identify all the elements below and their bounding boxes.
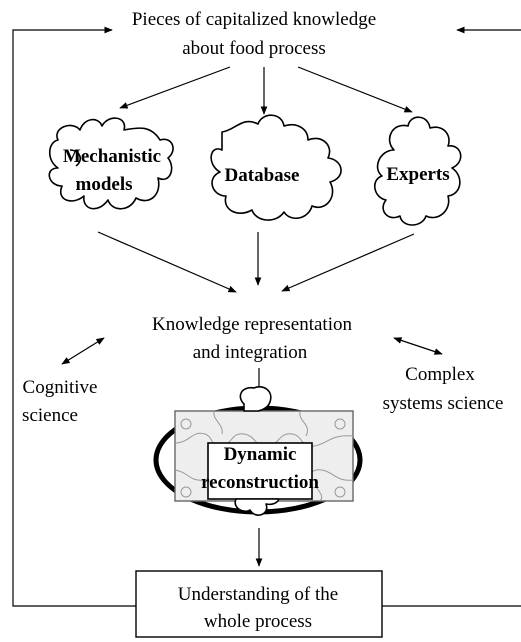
reconstruction-inner-box xyxy=(207,442,313,500)
puzzle-piece-experts xyxy=(374,116,462,226)
mechanistic-label-line-2: models xyxy=(76,174,133,195)
representation-line-2: and integration xyxy=(193,342,308,363)
understanding-box xyxy=(135,570,383,638)
feedback-loop-left xyxy=(12,26,136,607)
experts-label: Experts xyxy=(386,164,449,185)
top-title-line-1: Pieces of capitalized knowledge xyxy=(132,9,376,30)
cognitive-line-2: science xyxy=(22,405,78,426)
top-puzzle-tab xyxy=(239,386,272,412)
arrow-experts-to-representation xyxy=(281,233,415,292)
cognitive-line-1: Cognitive xyxy=(23,377,98,398)
dynamic-reconstruction-group xyxy=(153,386,363,516)
cognitive-double-arrow xyxy=(61,337,105,365)
representation-line-1: Knowledge representation xyxy=(152,314,352,335)
understanding-line-2: whole process xyxy=(204,611,312,632)
understanding-line-1: Understanding of the xyxy=(178,584,338,605)
dynamic-label-line-1: Dynamic xyxy=(224,444,297,465)
puzzle-piece-mechanistic-models xyxy=(48,117,174,210)
arrow-to-mechanistic xyxy=(119,66,231,109)
bottom-puzzle-tab xyxy=(234,498,280,516)
mechanistic-label-line-1: Mechanistic xyxy=(63,146,161,167)
complex-line-1: Complex xyxy=(405,364,475,385)
complex-line-2: systems science xyxy=(383,393,504,414)
arrow-to-experts xyxy=(297,66,413,113)
top-title-line-2: about food process xyxy=(182,38,326,59)
database-label: Database xyxy=(225,165,300,186)
dynamic-label-line-2: reconstruction xyxy=(201,472,319,493)
puzzle-piece-database xyxy=(210,114,342,221)
complex-double-arrow xyxy=(393,337,443,355)
arrow-mechanistic-to-representation xyxy=(97,231,237,293)
